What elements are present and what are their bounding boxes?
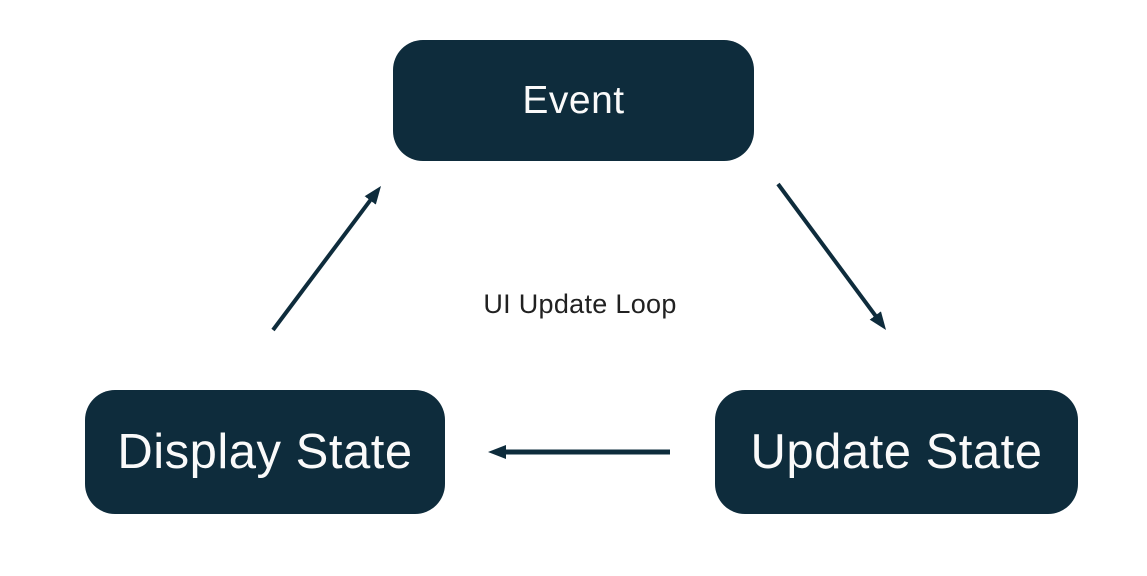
node-display-state: Display State xyxy=(85,390,445,514)
node-event-label: Event xyxy=(522,78,625,122)
node-update-state-label: Update State xyxy=(750,425,1043,479)
node-display-state-label: Display State xyxy=(117,425,413,479)
node-event: Event xyxy=(393,40,754,161)
node-update-state: Update State xyxy=(715,390,1078,514)
diagram-title: UI Update Loop xyxy=(483,289,677,319)
arrow-display-state-to-event xyxy=(271,185,382,332)
arrow-event-to-update-state xyxy=(776,182,887,330)
